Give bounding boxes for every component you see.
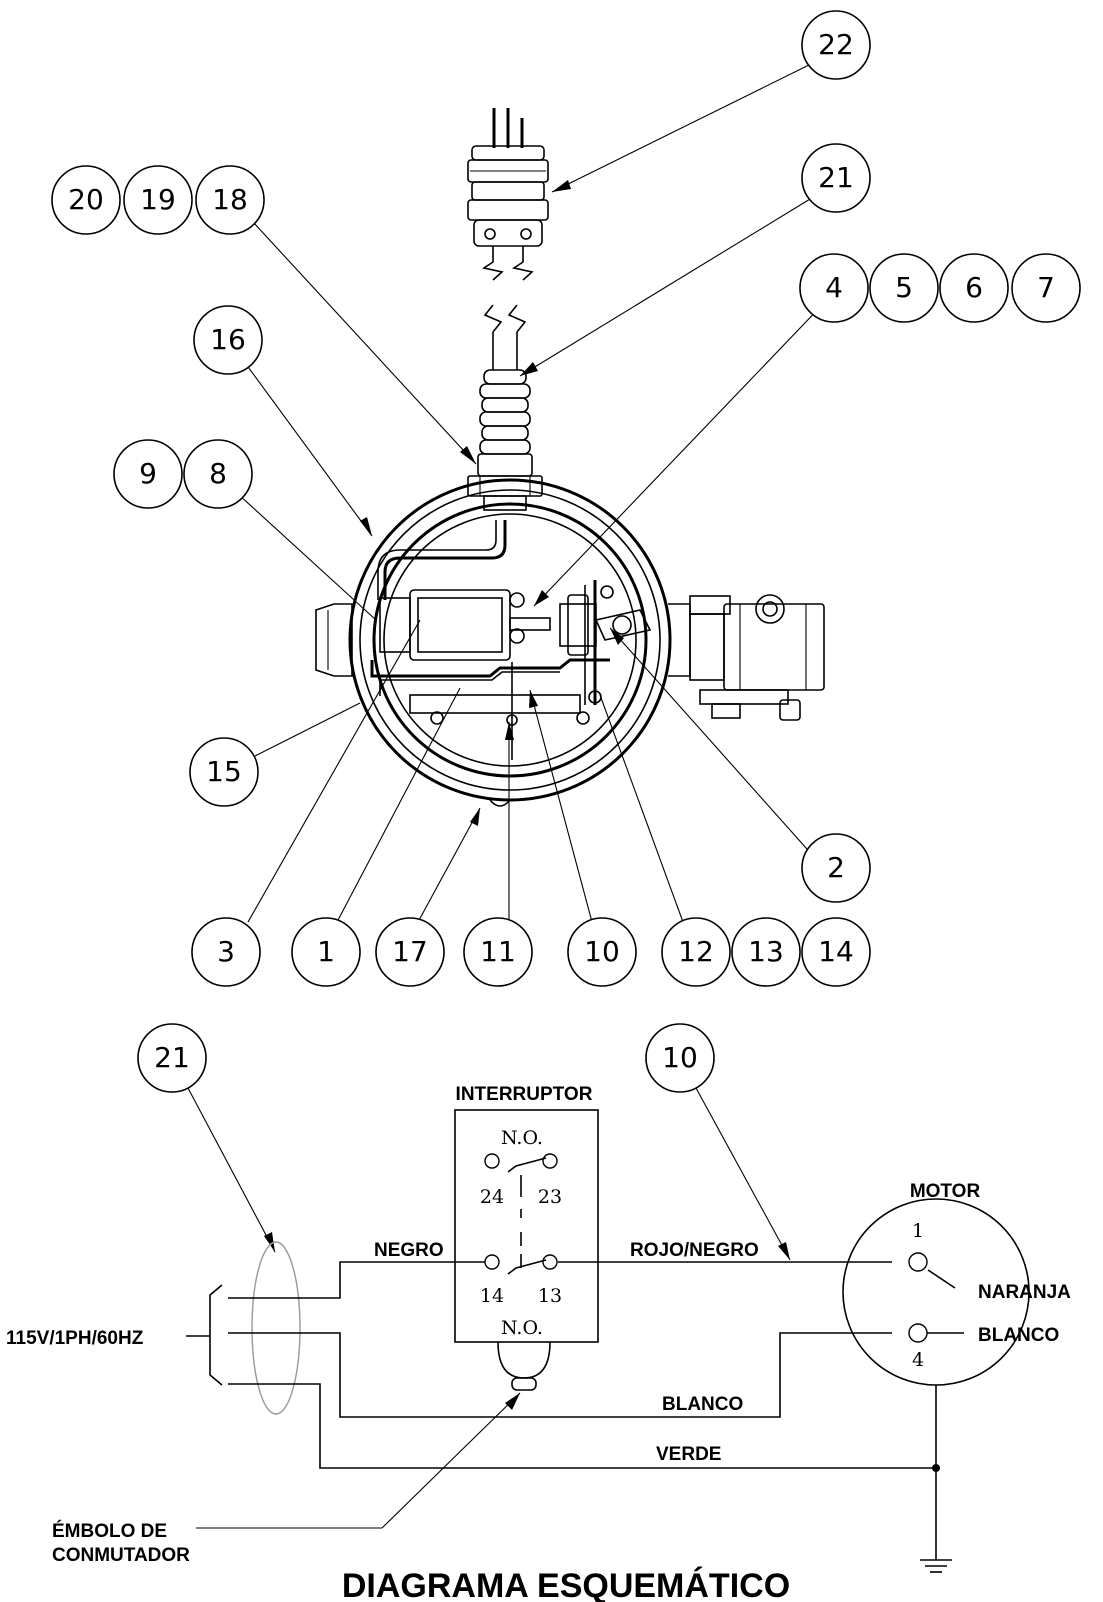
plunger-label-line2: CONMUTADOR [52, 1545, 190, 1566]
callout-2: 2 [801, 833, 871, 903]
switch-housing [315, 478, 691, 807]
terminal-14: 14 [480, 1285, 504, 1307]
svg-text:3: 3 [217, 935, 235, 968]
plunger-label-line1: ÉMBOLO DE [52, 1520, 167, 1542]
wire-label-negro: NEGRO [374, 1240, 444, 1261]
svg-text:22: 22 [818, 28, 854, 61]
callout-13: 13 [731, 917, 801, 987]
svg-text:1: 1 [317, 935, 335, 968]
switch-no-bottom: N.O. [501, 1317, 543, 1339]
callout-11: 11 [463, 917, 533, 987]
svg-text:15: 15 [206, 755, 242, 788]
svg-text:9: 9 [139, 457, 157, 490]
terminal-24: 24 [480, 1186, 504, 1208]
callout-9: 9 [113, 439, 183, 509]
callout-10: 10 [567, 917, 637, 987]
svg-text:19: 19 [140, 183, 176, 216]
callout-18: 18 [195, 165, 265, 235]
cord-and-strain-relief [467, 304, 543, 511]
callout-12: 12 [661, 917, 731, 987]
wire-label-blanco-bottom: BLANCO [662, 1394, 743, 1415]
svg-text:16: 16 [210, 323, 246, 356]
svg-text:13: 13 [748, 935, 784, 968]
callout-4: 4 [799, 253, 869, 323]
svg-text:12: 12 [678, 935, 714, 968]
callout-16: 16 [193, 305, 263, 375]
motor-terminal-1: 1 [912, 1220, 924, 1242]
svg-text:2: 2 [827, 851, 845, 884]
callout-10-schematic: 10 [645, 1023, 715, 1093]
callout-1: 1 [291, 917, 361, 987]
svg-text:18: 18 [212, 183, 248, 216]
svg-text:5: 5 [895, 271, 913, 304]
wire-negro [228, 1261, 490, 1299]
motor-title: MOTOR [910, 1181, 981, 1202]
callout-15: 15 [189, 737, 259, 807]
callout-5: 5 [869, 253, 939, 323]
callout-22: 22 [801, 10, 871, 80]
svg-text:11: 11 [480, 935, 516, 968]
cord-bundle-ellipse [251, 1241, 301, 1415]
wire-label-rojo-negro: ROJO/NEGRO [630, 1240, 759, 1261]
terminal-23: 23 [538, 1186, 562, 1208]
plug-illustration [467, 108, 549, 281]
plunger-shape [497, 1341, 551, 1379]
callout-3: 3 [191, 917, 261, 987]
callout-7: 7 [1011, 253, 1081, 323]
svg-text:6: 6 [965, 271, 983, 304]
schematic-title: DIAGRAMA ESQUEMÁTICO [342, 1567, 790, 1602]
motor-terminal-4: 4 [912, 1349, 924, 1371]
supply-label: 115V/1PH/60HZ [6, 1328, 144, 1349]
svg-text:10: 10 [662, 1041, 698, 1074]
assembly-drawing: 22 21 20 19 18 4 5 6 [51, 10, 1081, 987]
wiring-schematic: 21 10 115V/1PH/60HZ INTERRUPTOR N.O. 24 … [6, 1023, 1071, 1602]
callout-8: 8 [183, 439, 253, 509]
motor-illustration [689, 594, 825, 721]
callout-14: 14 [801, 917, 871, 987]
switch-no-top: N.O. [501, 1127, 543, 1149]
svg-text:21: 21 [154, 1041, 190, 1074]
wire-label-verde: VERDE [656, 1444, 721, 1465]
svg-text:20: 20 [68, 183, 104, 216]
switch-title: INTERRUPTOR [456, 1084, 593, 1105]
svg-text:14: 14 [818, 935, 854, 968]
callout-17: 17 [375, 917, 445, 987]
svg-text:7: 7 [1037, 271, 1055, 304]
callout-20: 20 [51, 165, 121, 235]
callout-6: 6 [939, 253, 1009, 323]
svg-text:4: 4 [825, 271, 843, 304]
svg-text:8: 8 [209, 457, 227, 490]
svg-text:10: 10 [584, 935, 620, 968]
callout-leaders [237, 61, 825, 923]
callout-19: 19 [123, 165, 193, 235]
svg-text:17: 17 [392, 935, 428, 968]
callout-21-schematic: 21 [137, 1023, 207, 1093]
switch-box [454, 1109, 599, 1343]
callout-21: 21 [801, 143, 871, 213]
ground-junction [932, 1464, 940, 1472]
wire-verde [228, 1383, 936, 1469]
motor-blanco: BLANCO [978, 1325, 1059, 1346]
svg-text:21: 21 [818, 161, 854, 194]
terminal-13: 13 [538, 1285, 562, 1307]
wire-blanco [228, 1332, 892, 1418]
motor-naranja: NARANJA [978, 1282, 1071, 1303]
